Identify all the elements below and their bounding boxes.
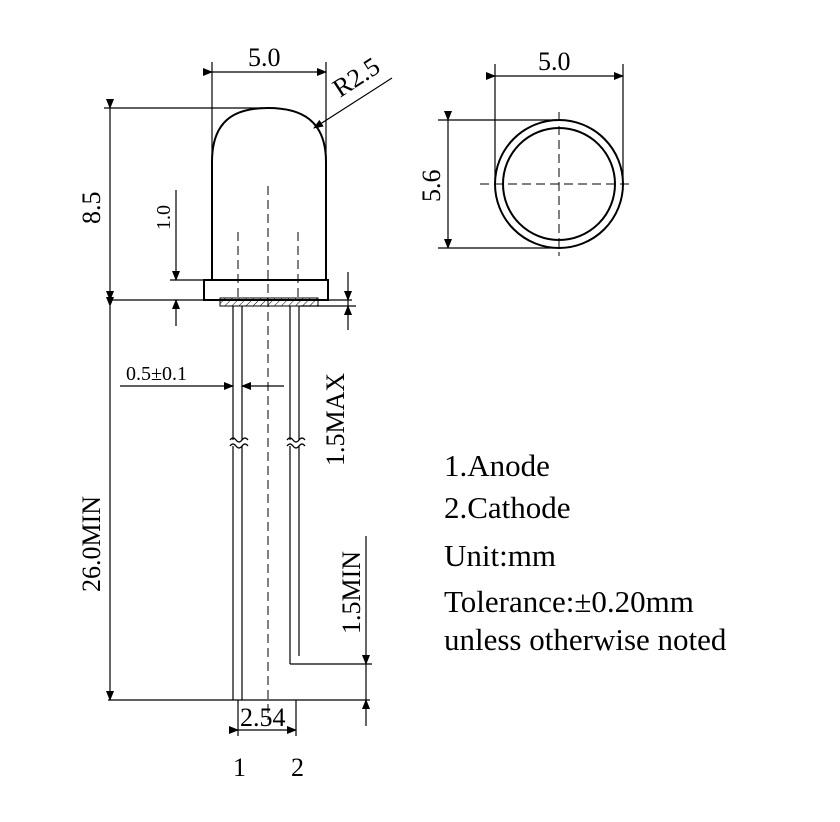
lead-cathode [286, 306, 306, 664]
note-anode: 1.Anode [444, 448, 550, 483]
note-tolerance: Tolerance:±0.20mm [444, 584, 694, 619]
led-flange [203, 279, 329, 301]
dim-flange-height: 1.0 [153, 205, 175, 230]
side-view: 5.0 R2.5 8.5 1.0 0.5±0.1 1.5MAX 26.0MIN … [77, 43, 393, 782]
dim-lead-pitch: 2.54 [240, 703, 286, 732]
note-unless-noted: unless otherwise noted [444, 622, 727, 657]
dim-body-width: 5.0 [248, 43, 281, 72]
led-dome-body [211, 106, 327, 280]
dim-lead-bend-min: 1.5MIN [337, 551, 366, 634]
dim-top-view-flange: 5.6 [417, 170, 446, 203]
top-view: 5.0 5.6 [417, 47, 632, 256]
dim-lead-length: 26.0MIN [77, 496, 106, 592]
notes-block: 1.Anode 2.Cathode Unit:mm Tolerance:±0.2… [444, 448, 727, 657]
dim-top-view-width: 5.0 [538, 47, 571, 76]
pin-label-1: 1 [233, 753, 246, 782]
led-base-hatch [219, 297, 319, 307]
lead-anode [229, 306, 249, 700]
pin-label-2: 2 [291, 753, 304, 782]
dim-lead-width: 0.5±0.1 [126, 363, 187, 385]
dim-standoff-max: 1.5MAX [321, 373, 350, 466]
dim-dome-radius: R2.5 [327, 52, 385, 103]
note-cathode: 2.Cathode [444, 490, 571, 525]
note-unit: Unit:mm [444, 538, 556, 573]
dim-total-height: 8.5 [77, 192, 106, 225]
